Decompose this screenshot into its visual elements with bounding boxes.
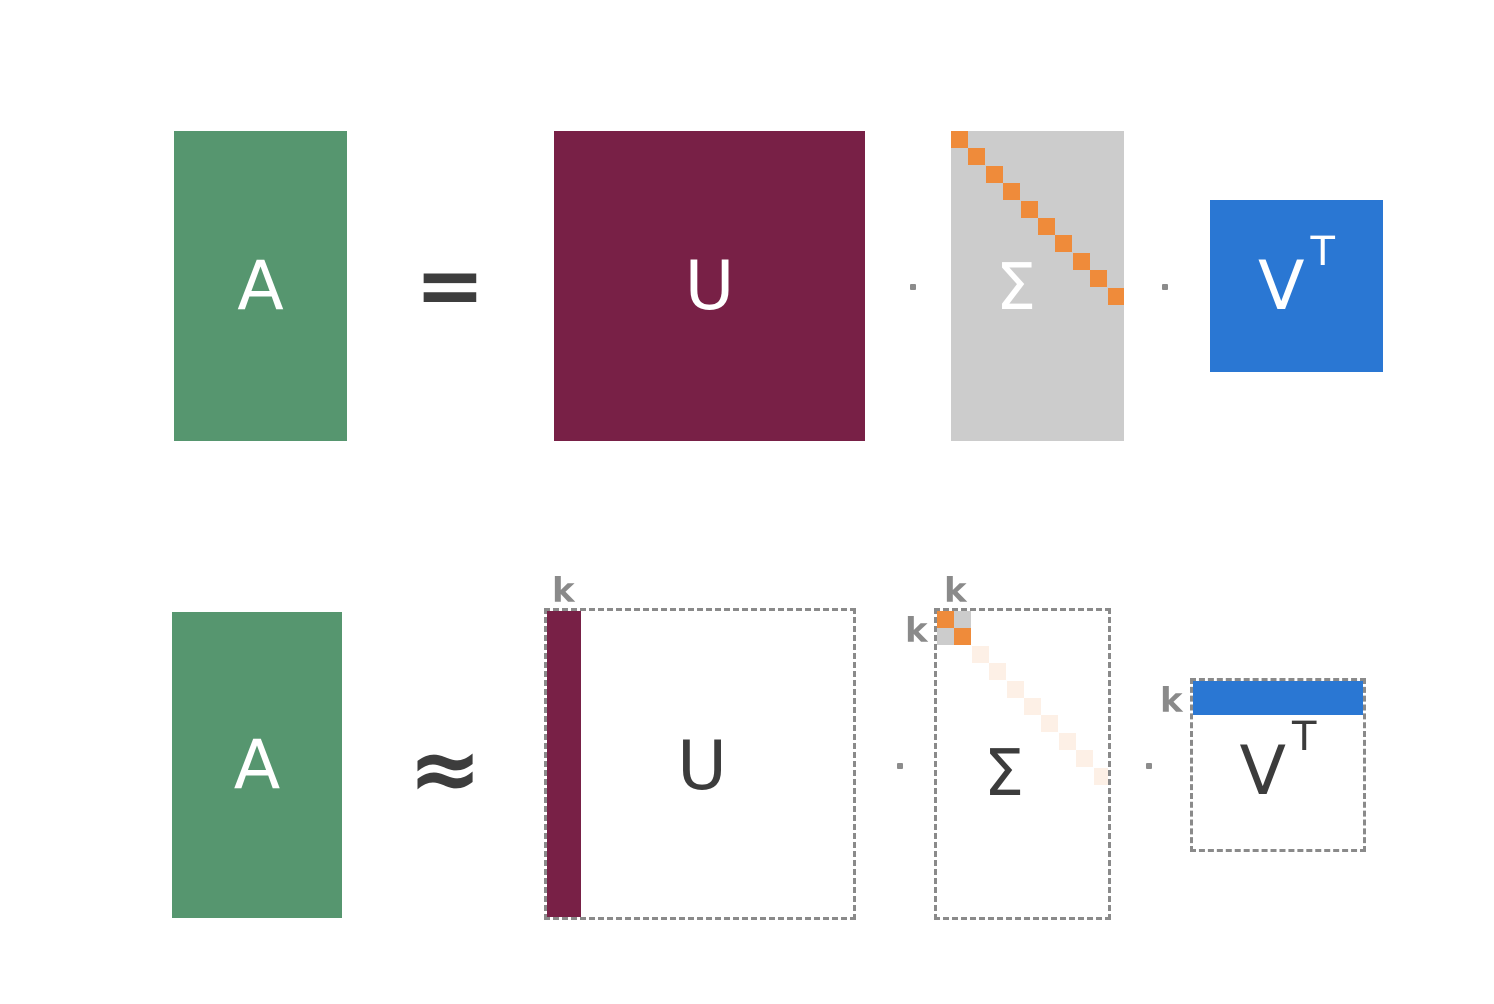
sigma-diagonal-cell — [1055, 235, 1073, 253]
sigma-truncated-diagonal — [937, 611, 1108, 917]
vt-k-row — [1193, 681, 1363, 715]
sigma-diagonal-cell — [985, 165, 1003, 183]
sigma-faded-diagonal-cell — [971, 645, 989, 663]
matrix-u-truncated-label: U — [677, 726, 727, 806]
sigma-faded-diagonal-cell — [1076, 750, 1094, 768]
matrix-sigma-label: Σ — [995, 251, 1037, 325]
matrix-u-label: U — [684, 246, 735, 326]
matrix-a-full: A — [174, 131, 347, 441]
vt-v-letter: V — [1258, 246, 1305, 326]
approx-sign: ≈ — [408, 716, 482, 820]
sigma-faded-diagonal-cell — [1024, 698, 1041, 715]
sigma-diagonal — [951, 131, 1124, 441]
matrix-u-full: U — [554, 131, 865, 441]
k-label-vt: k — [1160, 681, 1183, 721]
sigma-diagonal-cell — [968, 148, 986, 166]
matrix-a-approx-label: A — [233, 725, 281, 805]
sigma-diagonal-cell — [1003, 183, 1021, 201]
sigma-faded-diagonal-cell — [989, 663, 1007, 681]
k-label-u: k — [552, 571, 575, 611]
sigma-diagonal-cell — [1020, 200, 1038, 218]
matrix-sigma-truncated-label: Σ — [983, 737, 1025, 811]
matrix-a-label: A — [237, 246, 284, 326]
equals-sign: = — [414, 236, 486, 334]
multiply-dot-4 — [1146, 763, 1152, 769]
vt-truncated-v-letter: V — [1239, 731, 1287, 811]
sigma-diagonal-cell — [1090, 270, 1108, 288]
multiply-dot-2 — [1162, 284, 1168, 290]
u-k-column — [547, 611, 581, 917]
k-label-sigma-left: k — [905, 611, 928, 651]
sigma-k-diagonal-cell — [954, 628, 972, 646]
matrix-a-approx: A — [172, 612, 342, 918]
sigma-faded-diagonal-cell — [1006, 680, 1024, 698]
sigma-diagonal-cell — [951, 131, 968, 148]
sigma-diagonal-cell — [1038, 218, 1055, 235]
sigma-diagonal-cell — [1072, 252, 1090, 270]
multiply-dot-3 — [897, 763, 903, 769]
vt-t-superscript: T — [1310, 229, 1335, 275]
sigma-faded-diagonal-cell — [1093, 767, 1108, 785]
matrix-u-truncated: U — [544, 608, 856, 920]
multiply-dot-1 — [910, 284, 916, 290]
sigma-faded-diagonal-cell — [1058, 732, 1076, 750]
vt-truncated-t-superscript: T — [1292, 714, 1317, 760]
sigma-faded-diagonal-cell — [1041, 715, 1059, 733]
sigma-k-diagonal-cell — [937, 611, 954, 628]
k-label-sigma-top: k — [944, 571, 967, 611]
matrix-sigma-truncated: Σ — [934, 608, 1111, 920]
sigma-diagonal-cell — [1107, 287, 1124, 305]
matrix-sigma-full: Σ — [951, 131, 1124, 441]
